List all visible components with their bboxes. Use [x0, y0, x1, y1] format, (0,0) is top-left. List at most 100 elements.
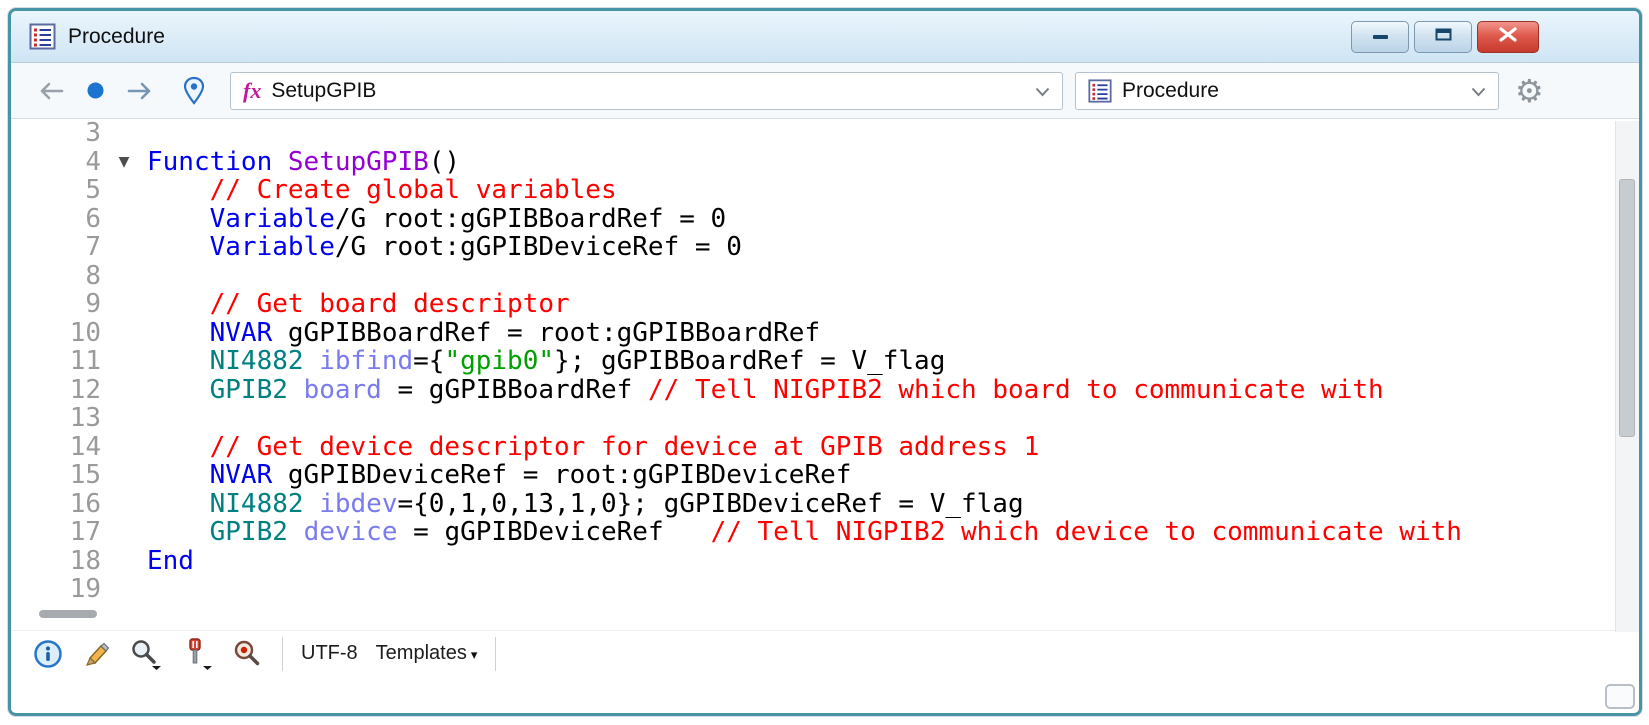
line-number: 10 [11, 319, 101, 348]
code-line: 9 // Get board descriptor [11, 290, 1609, 319]
info-button[interactable] [33, 639, 63, 669]
code-line: 14 // Get device descriptor for device a… [11, 433, 1609, 462]
minimize-button[interactable] [1351, 21, 1409, 53]
templates-label: Templates [376, 642, 467, 665]
line-number: 3 [11, 119, 101, 148]
status-bar: UTF-8 Templates ▾ [11, 630, 1639, 676]
maximize-icon [1435, 28, 1452, 46]
horizontal-scrollbar[interactable] [11, 598, 1639, 630]
code-line: 7 Variable/G root:gGPIBDeviceRef = 0 [11, 233, 1609, 262]
fold-marker-icon [101, 290, 147, 319]
line-number: 8 [11, 262, 101, 291]
vertical-scrollbar-thumb[interactable] [1619, 179, 1635, 437]
code-line: 18 End [11, 547, 1609, 576]
line-number: 15 [11, 461, 101, 490]
search-button[interactable] [129, 637, 162, 670]
code-text: NI4882 ibfind={"gpib0"}; gGPIBBoardRef =… [147, 347, 1609, 376]
edit-pencil-button[interactable] [81, 639, 111, 669]
line-number: 4 [11, 148, 101, 177]
line-number: 7 [11, 233, 101, 262]
code-text: // Get board descriptor [147, 290, 1609, 319]
window-selector-value: Procedure [1122, 79, 1219, 103]
fold-marker-icon [101, 376, 147, 405]
close-button[interactable] [1477, 21, 1539, 53]
navigate-back-button[interactable] [37, 80, 65, 102]
code-lines[interactable]: 34▼Function SetupGPIB()5 // Create globa… [11, 119, 1609, 598]
fold-marker-icon[interactable]: ▼ [101, 148, 147, 177]
code-text [147, 404, 1609, 433]
code-line: 19 [11, 575, 1609, 598]
window-selector[interactable]: Procedure [1075, 72, 1499, 110]
code-editor[interactable]: 34▼Function SetupGPIB()5 // Create globa… [11, 119, 1639, 598]
fold-marker-icon [101, 233, 147, 262]
line-number: 16 [11, 490, 101, 519]
procedure-window: Procedure [8, 8, 1642, 716]
templates-dropdown[interactable]: Templates ▾ [376, 642, 478, 665]
code-line: 12 GPIB2 board = gGPIBBoardRef // Tell N… [11, 376, 1609, 405]
code-text: // Create global variables [147, 176, 1609, 205]
window-controls [1351, 21, 1539, 53]
code-line: 5 // Create global variables [11, 176, 1609, 205]
fold-marker-icon [101, 176, 147, 205]
code-line: 16 NI4882 ibdev={0,1,0,13,1,0}; gGPIBDev… [11, 490, 1609, 519]
chevron-down-icon [1471, 79, 1486, 103]
code-line: 17 GPIB2 device = gGPIBDeviceRef // Tell… [11, 518, 1609, 547]
minimize-icon [1373, 35, 1388, 39]
code-text: Function SetupGPIB() [147, 148, 1609, 177]
fold-marker-icon [101, 490, 147, 519]
fold-marker-icon [101, 347, 147, 376]
search-procedures-button[interactable] [231, 637, 264, 670]
code-line: 11 NI4882 ibfind={"gpib0"}; gGPIBBoardRe… [11, 347, 1609, 376]
code-text [147, 119, 1609, 148]
line-number: 18 [11, 547, 101, 576]
close-icon [1498, 27, 1518, 47]
code-text: End [147, 547, 1609, 576]
line-number: 17 [11, 518, 101, 547]
code-text: NVAR gGPIBDeviceRef = root:gGPIBDeviceRe… [147, 461, 1609, 490]
caret-down-icon: ▾ [471, 648, 478, 663]
fold-marker-icon [101, 461, 147, 490]
code-text [147, 575, 1609, 598]
function-selector-value: SetupGPIB [271, 79, 376, 103]
procedure-doc-icon [1088, 79, 1112, 103]
fold-marker-icon [101, 575, 147, 598]
line-number: 12 [11, 376, 101, 405]
current-position-dot-icon[interactable] [87, 82, 104, 99]
line-number: 11 [11, 347, 101, 376]
window-title: Procedure [68, 25, 165, 49]
maximize-button[interactable] [1414, 21, 1472, 53]
horizontal-scrollbar-thumb[interactable] [39, 610, 97, 618]
status-separator [282, 637, 283, 671]
bookmark-pin-button[interactable] [182, 76, 206, 106]
line-number: 5 [11, 176, 101, 205]
fold-marker-icon [101, 547, 147, 576]
fold-marker-icon [101, 433, 147, 462]
line-number: 9 [11, 290, 101, 319]
fold-marker-icon [101, 404, 147, 433]
status-separator [495, 637, 496, 671]
fold-marker-icon [101, 319, 147, 348]
code-text: NVAR gGPIBBoardRef = root:gGPIBBoardRef [147, 319, 1609, 348]
encoding-label[interactable]: UTF-8 [301, 642, 358, 665]
fold-marker-icon [101, 205, 147, 234]
code-line: 6 Variable/G root:gGPIBBoardRef = 0 [11, 205, 1609, 234]
code-line: 13 [11, 404, 1609, 433]
code-text [147, 262, 1609, 291]
vertical-scrollbar[interactable] [1615, 121, 1639, 632]
function-selector[interactable]: fx SetupGPIB [230, 72, 1063, 110]
code-line: 15 NVAR gGPIBDeviceRef = root:gGPIBDevic… [11, 461, 1609, 490]
code-line: 10 NVAR gGPIBBoardRef = root:gGPIBBoardR… [11, 319, 1609, 348]
code-line: 8 [11, 262, 1609, 291]
code-line: 4▼Function SetupGPIB() [11, 148, 1609, 177]
title-bar[interactable]: Procedure [11, 11, 1639, 63]
code-text: // Get device descriptor for device at G… [147, 433, 1609, 462]
resize-grip[interactable] [1605, 684, 1635, 709]
toolbar: fx SetupGPIB Pr [11, 63, 1639, 119]
gear-icon[interactable]: ⚙ [1515, 75, 1544, 107]
procedure-tools-button[interactable] [180, 637, 213, 670]
code-text: NI4882 ibdev={0,1,0,13,1,0}; gGPIBDevice… [147, 490, 1609, 519]
navigate-forward-button[interactable] [126, 80, 154, 102]
fx-icon: fx [243, 78, 261, 104]
code-text: GPIB2 board = gGPIBBoardRef // Tell NIGP… [147, 376, 1609, 405]
fold-marker-icon [101, 518, 147, 547]
